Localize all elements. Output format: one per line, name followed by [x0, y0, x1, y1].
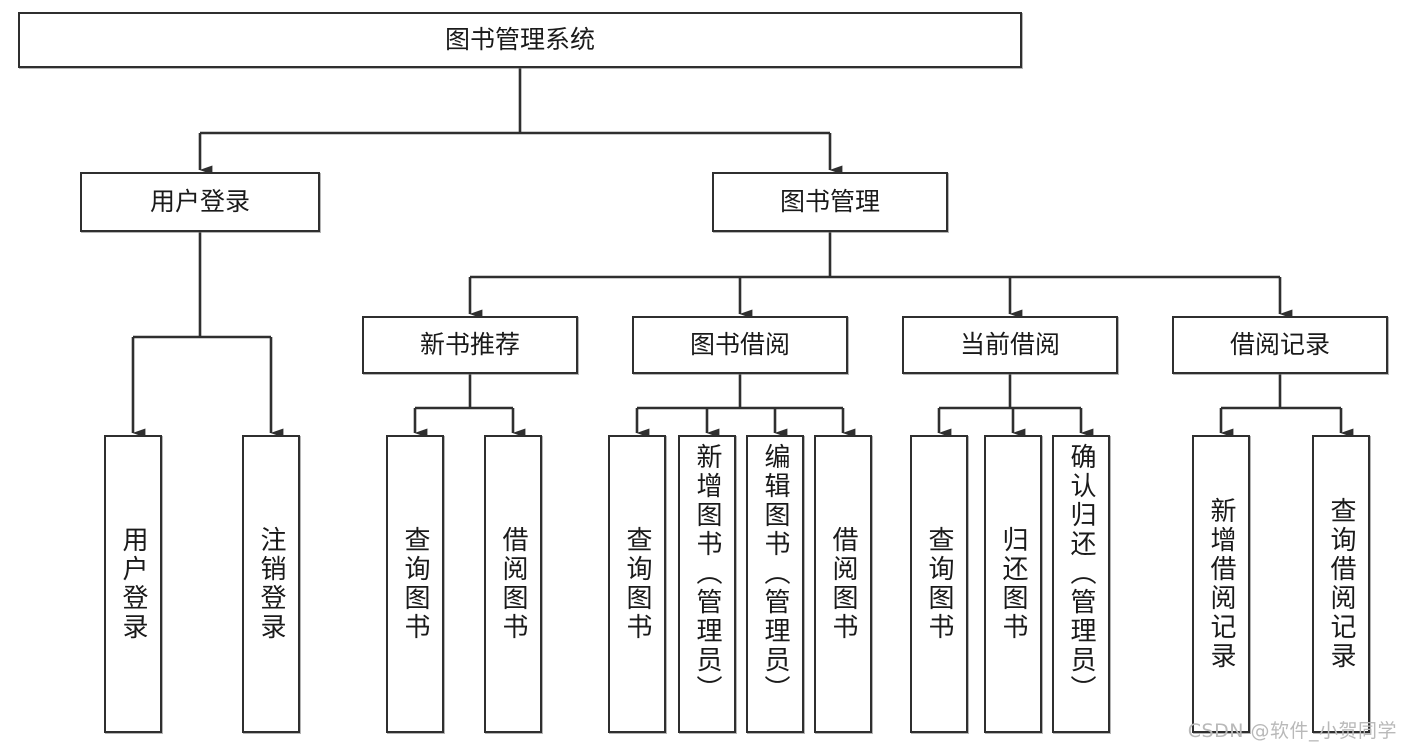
csdn-watermark: CSDN @软件_小贺同学: [1187, 720, 1397, 742]
node-leaf-logout-login[interactable]: 注销登录: [242, 435, 300, 733]
node-leaf-confirm-return-admin-label: 确认归还（管理员）: [1066, 443, 1096, 704]
node-current-borrow-label: 当前借阅: [959, 330, 1060, 359]
node-book-borrow[interactable]: 图书借阅: [632, 316, 848, 374]
node-leaf-query-book-borrow-label: 查询图书: [622, 526, 652, 642]
node-leaf-user-login-label: 用户登录: [118, 526, 148, 642]
node-leaf-edit-book-admin-label: 编辑图书（管理员）: [760, 443, 790, 704]
node-leaf-add-borrow-record-label: 新增借阅记录: [1206, 497, 1236, 671]
node-new-book-recommend-label: 新书推荐: [419, 330, 520, 359]
node-leaf-add-borrow-record[interactable]: 新增借阅记录: [1192, 435, 1250, 733]
node-leaf-edit-book-admin[interactable]: 编辑图书（管理员）: [746, 435, 804, 733]
node-leaf-logout-login-label: 注销登录: [256, 526, 286, 642]
node-user-login[interactable]: 用户登录: [80, 172, 320, 232]
node-new-book-recommend[interactable]: 新书推荐: [362, 316, 578, 374]
node-leaf-add-book-admin[interactable]: 新增图书（管理员）: [678, 435, 736, 733]
node-book-manage-label: 图书管理: [779, 187, 880, 216]
node-leaf-borrow-book-label: 借阅图书: [828, 526, 858, 642]
node-root[interactable]: 图书管理系统: [18, 12, 1022, 68]
node-book-borrow-label: 图书借阅: [689, 330, 790, 359]
node-leaf-query-book-rec[interactable]: 查询图书: [386, 435, 444, 733]
node-leaf-borrow-book-rec[interactable]: 借阅图书: [484, 435, 542, 733]
node-leaf-query-book-current[interactable]: 查询图书: [910, 435, 968, 733]
node-leaf-return-book-label: 归还图书: [998, 526, 1028, 642]
node-leaf-user-login[interactable]: 用户登录: [104, 435, 162, 733]
node-leaf-query-book-current-label: 查询图书: [924, 526, 954, 642]
node-book-manage[interactable]: 图书管理: [712, 172, 948, 232]
node-borrow-record[interactable]: 借阅记录: [1172, 316, 1388, 374]
node-leaf-borrow-book-rec-label: 借阅图书: [498, 526, 528, 642]
node-leaf-query-book-borrow[interactable]: 查询图书: [608, 435, 666, 733]
node-root-label: 图书管理系统: [444, 25, 595, 54]
node-leaf-query-borrow-record-label: 查询借阅记录: [1326, 497, 1356, 671]
node-leaf-add-book-admin-label: 新增图书（管理员）: [692, 443, 722, 704]
node-leaf-borrow-book[interactable]: 借阅图书: [814, 435, 872, 733]
node-user-login-label: 用户登录: [149, 187, 250, 216]
node-leaf-return-book[interactable]: 归还图书: [984, 435, 1042, 733]
node-leaf-confirm-return-admin[interactable]: 确认归还（管理员）: [1052, 435, 1110, 733]
node-current-borrow[interactable]: 当前借阅: [902, 316, 1118, 374]
node-leaf-query-borrow-record[interactable]: 查询借阅记录: [1312, 435, 1370, 733]
node-leaf-query-book-rec-label: 查询图书: [400, 526, 430, 642]
node-borrow-record-label: 借阅记录: [1229, 330, 1330, 359]
